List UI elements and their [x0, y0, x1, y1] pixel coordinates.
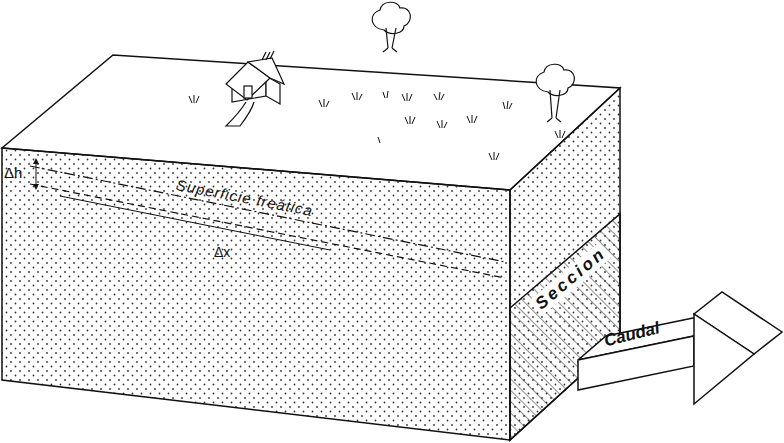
house-symbol — [226, 51, 284, 126]
tree-symbol — [536, 64, 574, 122]
section-face: Seccion — [508, 196, 622, 442]
section-face-outline — [508, 196, 622, 442]
grass-tufts — [189, 91, 565, 160]
aquifer-front-face — [2, 148, 510, 440]
aquifer-side-face — [510, 88, 620, 440]
flow-arrow-outline — [572, 284, 784, 414]
tree-symbol — [372, 2, 410, 52]
head-marker-arrow — [33, 158, 39, 164]
head-difference-label: Δh — [4, 164, 22, 181]
distance-label: Δx — [214, 244, 230, 260]
head-marker-arrow — [33, 184, 39, 190]
water-table-line — [30, 166, 505, 262]
flow-arrow: Caudal — [572, 284, 784, 414]
head-marker — [36, 160, 37, 188]
